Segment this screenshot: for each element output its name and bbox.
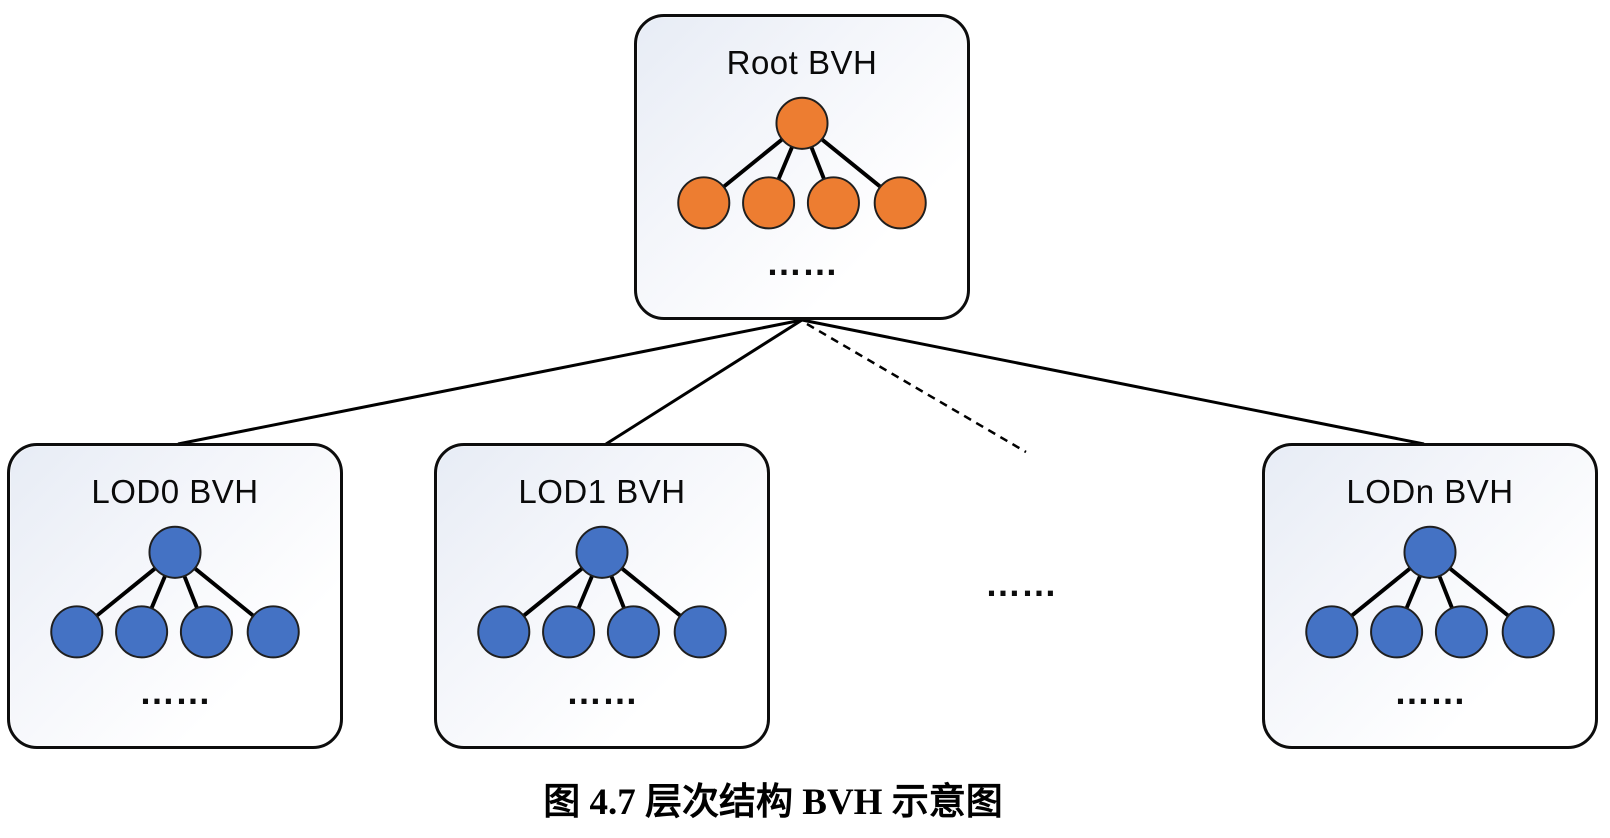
- lod1-tree-graphic: [477, 525, 727, 659]
- tree-child-node: [1370, 605, 1424, 659]
- tree-root-node: [575, 525, 629, 579]
- tree-root-node: [148, 525, 202, 579]
- tree-child-node: [50, 605, 104, 659]
- tree-child-node: [115, 605, 169, 659]
- connector-root-to-lod0: [177, 318, 803, 446]
- tree-child-node: [677, 176, 731, 230]
- tree-child-node: [1305, 605, 1359, 659]
- ellipsis-dots: ……: [566, 671, 638, 712]
- tree-child-node: [806, 176, 860, 230]
- lod1-bvh-box: LOD1 BVH ……: [434, 443, 770, 749]
- root-bvh-title: Root BVH: [726, 44, 878, 81]
- ellipsis-dots: ……: [139, 671, 211, 712]
- connector-root-dashed: [806, 322, 1027, 454]
- tree-nodes: [50, 525, 300, 659]
- root-tree-graphic: [677, 96, 927, 230]
- tree-child-node: [1434, 605, 1488, 659]
- tree-child-node: [873, 176, 927, 230]
- tree-child-node: [542, 605, 596, 659]
- tree-nodes: [677, 96, 927, 230]
- lod0-bvh-title: LOD0 BVH: [91, 473, 259, 510]
- tree-nodes: [477, 525, 727, 659]
- tree-child-node: [1501, 605, 1555, 659]
- tree-child-node: [606, 605, 660, 659]
- tree-child-node: [742, 176, 796, 230]
- tree-root-node: [1403, 525, 1457, 579]
- tree-root-node: [775, 96, 829, 150]
- root-bvh-box: Root BVH ……: [634, 14, 970, 320]
- tree-child-node: [673, 605, 727, 659]
- figure-caption: 图 4.7 层次结构 BVH 示意图: [543, 782, 1003, 823]
- ellipsis-dots: ……: [1394, 671, 1466, 712]
- lodn-bvh-title: LODn BVH: [1346, 473, 1514, 510]
- tree-nodes: [1305, 525, 1555, 659]
- lod0-tree-graphic: [50, 525, 300, 659]
- connector-root-to-lodn: [801, 318, 1425, 446]
- tree-child-node: [477, 605, 531, 659]
- tree-child-node: [246, 605, 300, 659]
- lodn-tree-graphic: [1305, 525, 1555, 659]
- lodn-bvh-box: LODn BVH ……: [1262, 443, 1598, 749]
- between-boxes-ellipsis: ……: [985, 563, 1057, 604]
- lod0-bvh-box: LOD0 BVH ……: [7, 443, 343, 749]
- ellipsis-dots: ……: [766, 242, 838, 283]
- lod1-bvh-title: LOD1 BVH: [518, 473, 686, 510]
- connector-root-to-lod1: [605, 318, 803, 446]
- tree-child-node: [179, 605, 233, 659]
